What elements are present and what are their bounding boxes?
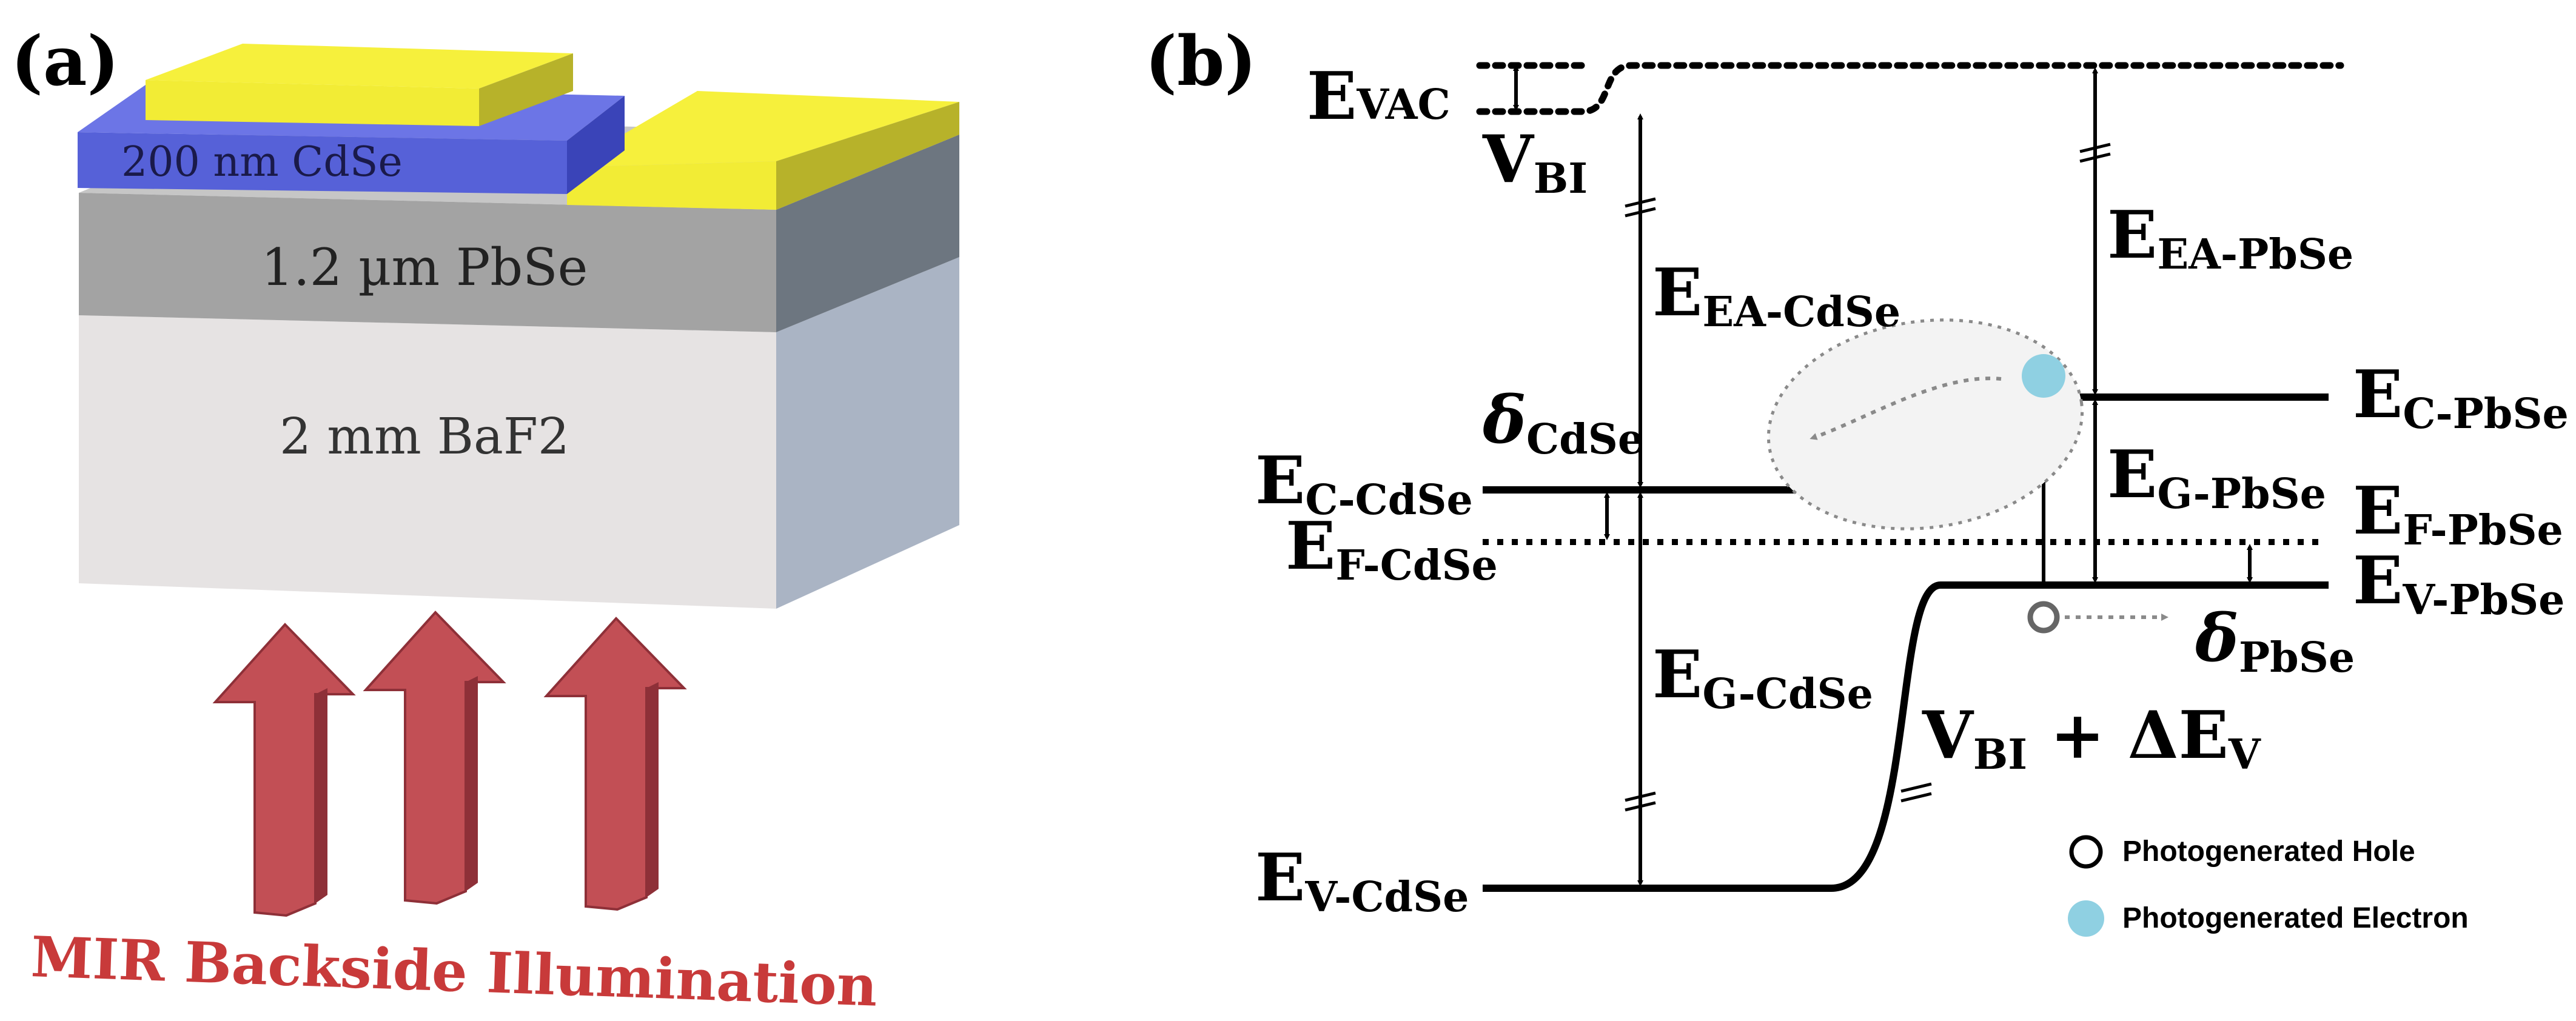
- legend-electron-label: Photogenerated Electron: [2122, 902, 2469, 934]
- energy-arrows: [1513, 65, 2253, 886]
- illumination-label: MIR Backside Illumination: [30, 924, 878, 1019]
- left-contact-front-face: [146, 80, 479, 126]
- pbse-front-face: [79, 193, 776, 332]
- legend-electron-marker: [2068, 900, 2104, 937]
- break-mark: [2079, 142, 2111, 163]
- baf2-front-face: [79, 315, 776, 609]
- pbse-side-face: [776, 135, 959, 332]
- illumination-arrow: [543, 617, 687, 911]
- left-contact-side-face: [479, 53, 573, 126]
- vacuum-level: [1476, 62, 2344, 115]
- panel-b: (b): [1145, 22, 2569, 937]
- pbse-label: 1.2 µm PbSe: [261, 238, 588, 297]
- left-contact-top-face: [146, 44, 573, 89]
- photogenerated-electron: [2022, 354, 2065, 398]
- cdse-front-face: [78, 132, 567, 194]
- e-g-pbse-label: EG-PbSe: [2107, 437, 2326, 518]
- e-v-cdse-label: EV-CdSe: [1255, 840, 1469, 922]
- electron-transfer-path: [1810, 377, 2002, 440]
- illumination-arrows: [212, 611, 687, 917]
- panel-b-label: (b): [1145, 22, 1256, 101]
- e-ea-cdse-label: EEA-CdSe: [1652, 255, 1900, 336]
- baf2-side-face: [776, 257, 959, 609]
- break-mark: [1900, 782, 1932, 803]
- right-contact-top-face: [567, 91, 959, 167]
- right-gold-contact: [567, 91, 959, 210]
- cdse-label: 200 nm CdSe: [121, 138, 403, 186]
- right-contact-front-face: [567, 161, 776, 210]
- legend: Photogenerated Hole Photogenerated Elect…: [2068, 835, 2469, 937]
- e-c-pbse-label: EC-PbSe: [2353, 357, 2569, 438]
- right-contact-side-face: [776, 102, 959, 210]
- axis-breaks: [1625, 142, 2111, 812]
- e-g-cdse-label: EG-CdSe: [1652, 637, 1873, 718]
- collection-region: [1766, 318, 2084, 531]
- level-labels: EVAC EC-CdSe EF-CdSe EV-CdSe EC-PbSe EF-…: [1255, 58, 2569, 922]
- e-v-pbse-label: EV-PbSe: [2353, 543, 2564, 624]
- baf2-label: 2 mm BaF2: [280, 408, 569, 466]
- cdse-side-face: [567, 96, 625, 194]
- panel-a-label: (a): [11, 22, 119, 101]
- left-gold-contact: [146, 44, 573, 126]
- baf2-substrate: 2 mm BaF2: [79, 257, 959, 609]
- vbi-plus-delta-ev-label: VBI + ΔEV: [1922, 697, 2261, 779]
- e-f-pbse-label: EF-PbSe: [2353, 473, 2563, 555]
- legend-hole-label: Photogenerated Hole: [2122, 835, 2415, 868]
- break-mark: [1625, 197, 1656, 218]
- e-vac-label: EVAC: [1307, 58, 1451, 135]
- legend-hole-marker: [2069, 835, 2103, 869]
- photogenerated-hole: [2027, 601, 2060, 634]
- delta-cdse-label: δCdSe: [1482, 382, 1644, 464]
- gap-labels: VBI EEA-CdSe EG-CdSe EEA-PbSe EG-PbSe δC…: [1482, 121, 2355, 779]
- v-bi-label: VBI: [1482, 121, 1588, 203]
- illumination-arrow: [363, 611, 506, 905]
- illumination-arrow: [212, 623, 356, 917]
- e-c-cdse-label: EC-CdSe: [1255, 443, 1473, 524]
- panel-a: (a) 2 mm BaF2 1.2 µm PbSe 200 nm CdSe: [11, 22, 959, 1019]
- break-mark: [1625, 791, 1656, 812]
- e-f-cdse-label: EF-CdSe: [1286, 508, 1498, 590]
- valence-band-edge: [1483, 581, 2329, 892]
- delta-pbse-label: δPbSe: [2195, 600, 2355, 682]
- e-ea-pbse-label: EEA-PbSe: [2107, 197, 2353, 279]
